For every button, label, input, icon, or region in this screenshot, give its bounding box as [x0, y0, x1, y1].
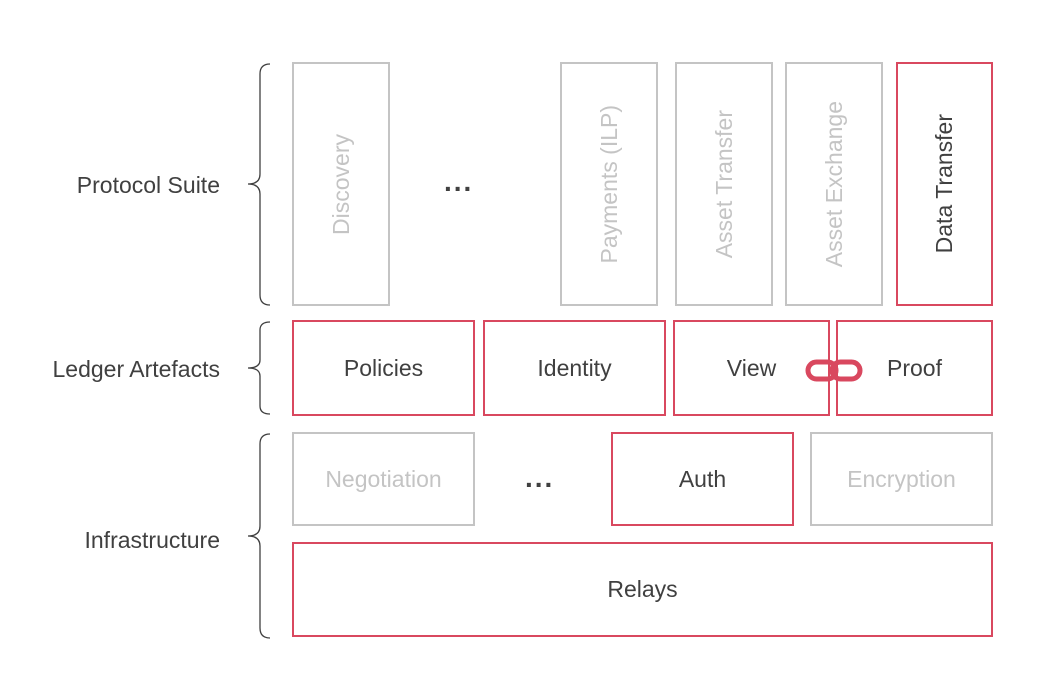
protocol-asset-transfer: Asset Transfer	[675, 62, 773, 306]
protocol-discovery: Discovery	[292, 62, 390, 306]
infra-relays-label: Relays	[607, 576, 678, 602]
protocol-data-transfer-label: Data Transfer	[931, 114, 957, 254]
infra-ellipsis: ...	[525, 462, 555, 493]
protocol-payments-label: Payments (ILP)	[595, 104, 622, 264]
protocol-data-transfer: Data Transfer	[896, 62, 993, 306]
protocol-asset-transfer-label: Asset Transfer	[710, 109, 737, 259]
artefact-identity-label: Identity	[537, 354, 612, 381]
artefact-policies: Policies	[292, 320, 475, 416]
artefact-view-label: View	[726, 354, 777, 381]
infra-negotiation: Negotiation	[292, 432, 475, 526]
link-icon	[805, 359, 863, 382]
protocol-ellipsis: ...	[444, 166, 474, 197]
protocol-asset-exchange-label: Asset Exchange	[820, 100, 847, 268]
protocol-asset-exchange: Asset Exchange	[785, 62, 883, 306]
protocol-discovery-label: Discovery	[327, 133, 354, 235]
infra-encryption: Encryption	[810, 432, 993, 526]
artefact-view: View	[673, 320, 830, 416]
infra-relays: Relays	[292, 542, 993, 637]
infra-negotiation-label: Negotiation	[325, 465, 442, 492]
infra-encryption-label: Encryption	[847, 465, 956, 492]
layer-label-infrastructure: Infrastructure	[84, 527, 221, 553]
artefact-policies-label: Policies	[343, 354, 424, 381]
infra-auth-label: Auth	[678, 465, 727, 492]
layer-label-protocol-suite: Protocol Suite	[76, 172, 220, 198]
protocol-payments: Payments (ILP)	[560, 62, 658, 306]
infra-auth: Auth	[611, 432, 794, 526]
brace-infrastructure	[247, 433, 271, 639]
layer-label-ledger-artefacts: Ledger Artefacts	[52, 356, 221, 382]
brace-ledger-artefacts	[247, 321, 271, 415]
brace-protocol-suite	[247, 63, 271, 306]
artefact-proof-label: Proof	[887, 354, 942, 381]
artefact-identity: Identity	[483, 320, 666, 416]
